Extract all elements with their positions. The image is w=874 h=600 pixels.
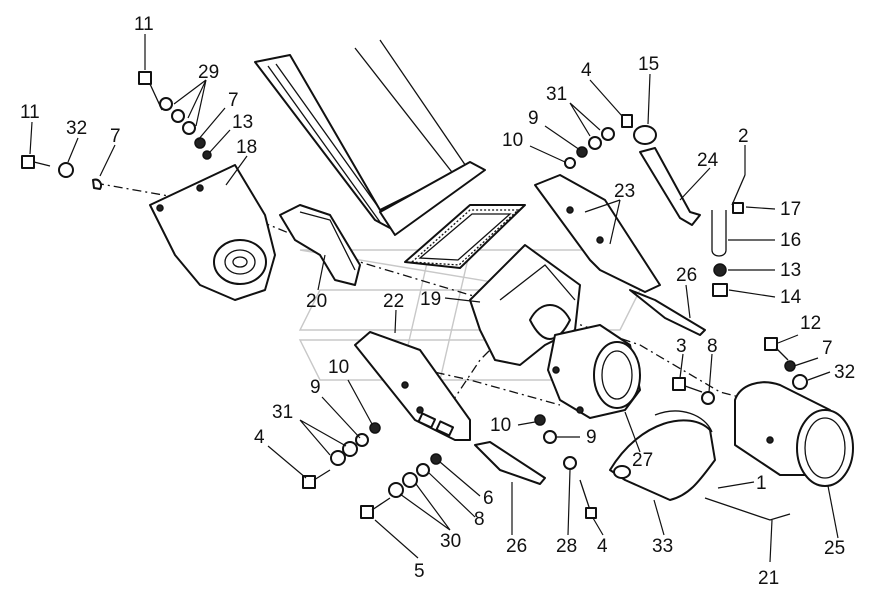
bolt-11-upper [138,71,163,111]
callout-32-left: 32 [66,118,87,139]
pipe-25 [734,381,854,487]
callout-26-lower: 26 [506,536,527,557]
pin-21 [704,497,791,521]
callout-31-lower: 31 [272,402,293,423]
half-shell-33 [609,410,716,501]
washers-31-upper [564,127,615,169]
washers-31-lower [330,422,381,466]
nuts-13-14 [712,263,728,297]
callout-3: 3 [676,336,687,357]
bolt-4-lower [579,479,597,519]
elbow-19 [469,244,581,366]
bolt-2 [731,174,746,206]
callout-13-right: 13 [780,260,801,281]
callout-19: 19 [420,289,441,310]
callout-28: 28 [556,536,577,557]
callout-30: 30 [440,531,461,552]
callout-32-right: 32 [834,362,855,383]
washers-7-32-right [784,360,808,390]
bolt-3 [672,377,703,393]
washers-8-right [701,391,715,405]
bracket-20 [279,204,361,286]
callout-4-lower: 4 [597,536,608,557]
callout-7-left: 7 [110,126,121,147]
callout-33: 33 [652,536,673,557]
gasket [404,204,526,269]
assembly-axis-lower [379,359,561,406]
leader-lines [29,34,839,563]
callout-11-left: 11 [20,102,40,123]
callout-2: 2 [738,126,749,147]
callout-10-mid: 10 [328,357,349,378]
callout-13-top: 13 [232,112,253,133]
callout-17: 17 [780,199,801,220]
clamp-26-upper [629,289,706,336]
callout-labels: 11 29 7 13 18 11 32 7 4 15 31 9 10 2 24 … [20,14,855,589]
callout-7-top: 7 [228,90,239,111]
callout-16: 16 [780,230,801,251]
callout-14: 14 [780,287,802,308]
callout-8-lower: 8 [474,509,485,530]
bolt-4-upper [621,114,633,128]
callout-10-center: 10 [490,415,511,436]
callout-6: 6 [483,488,494,509]
callout-11-top: 11 [134,14,154,35]
callout-9-top: 9 [528,108,539,129]
callout-27: 27 [632,450,653,471]
callout-25: 25 [824,538,845,559]
callout-9-mid: 9 [310,377,321,398]
callout-31-top: 31 [546,84,567,105]
callout-12: 12 [800,313,821,334]
cover-plate-18 [149,164,276,301]
bolt-11-left [21,155,51,169]
callout-8-right: 8 [707,336,718,357]
plate-22 [354,331,471,441]
washer-28 [563,456,577,470]
u-bolt-16 [711,210,727,257]
callout-4-left: 4 [254,427,265,448]
callout-18: 18 [236,137,257,158]
washer-32-left [58,162,74,178]
callout-29: 29 [198,62,219,83]
nut-7-left [92,178,103,190]
bolt-17 [732,202,744,214]
discharge-chute [254,39,486,236]
bolt-5 [360,497,391,519]
washers-29 [159,97,212,160]
sleeve-27 [547,324,641,419]
callout-15: 15 [638,54,659,75]
callout-9-center: 9 [586,427,597,448]
washers-10-9-center [534,414,557,444]
callout-23: 23 [614,181,635,202]
washers-30 [388,453,442,498]
callout-10-top: 10 [502,130,523,151]
clamp-26-lower [474,441,546,485]
callout-5: 5 [414,561,425,582]
callout-24: 24 [697,150,719,171]
callout-1: 1 [756,473,767,494]
callout-26-top: 26 [676,265,697,286]
callout-4-top: 4 [581,60,592,81]
plate-23 [534,174,661,293]
bolt-4-left [302,469,331,489]
callout-7-right: 7 [822,338,833,359]
callout-20: 20 [306,291,327,312]
callout-21: 21 [758,568,779,589]
bolt-12 [764,337,789,361]
callout-22: 22 [383,291,404,312]
lever-24 [633,125,701,226]
